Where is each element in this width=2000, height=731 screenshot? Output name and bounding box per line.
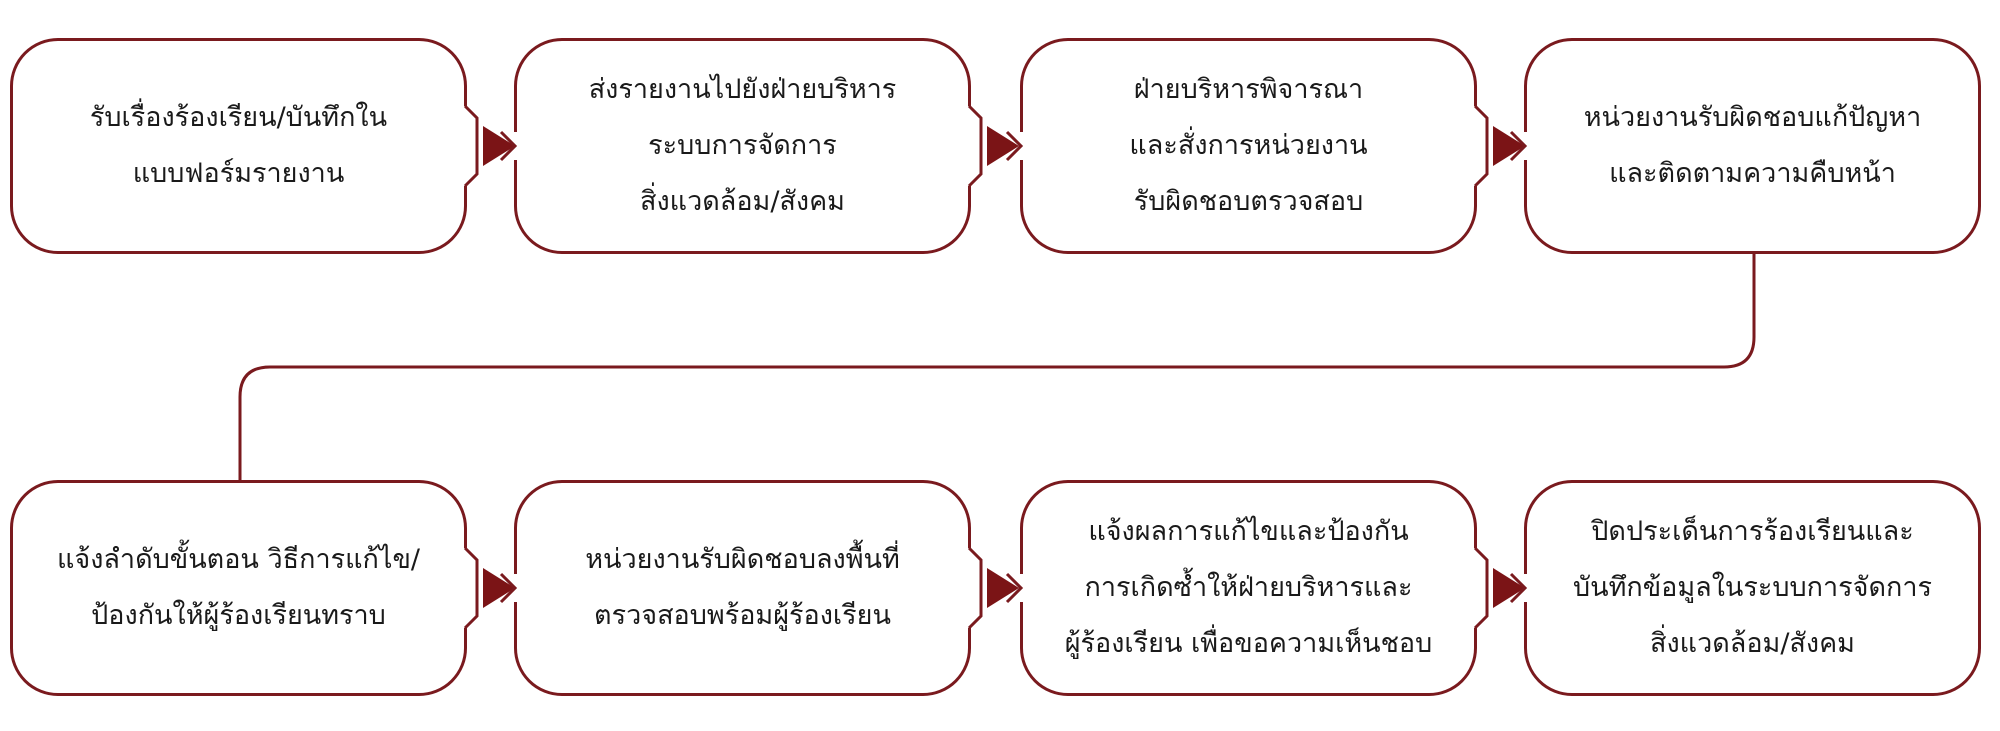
step-box-5: แจ้งลำดับขั้นตอน วิธีการแก้ไข/ป้องกันให้… <box>10 480 467 696</box>
step-text-line: แบบฟอร์มรายงาน <box>132 158 345 189</box>
step-box-4: หน่วยงานรับผิดชอบแก้ปัญหาและติดตามความคื… <box>1524 38 1981 254</box>
step-text-line: ปิดประเด็นการร้องเรียนและ <box>1591 516 1914 547</box>
step-box-8: ปิดประเด็นการร้องเรียนและบันทึกข้อมูลในร… <box>1524 480 1981 696</box>
arrow-notch-chevron <box>1509 572 1528 604</box>
step-text-line: และสั่งการหน่วยงาน <box>1129 130 1368 161</box>
step-text-line: ส่งรายงานไปยังฝ่ายบริหาร <box>588 74 897 105</box>
step-text-line: สิ่งแวดล้อม/สังคม <box>1650 628 1855 659</box>
arrow-head-icon <box>483 568 515 608</box>
step-text-line: แจ้งลำดับขั้นตอน วิธีการแก้ไข/ <box>56 544 421 575</box>
step-text-line: ป้องกันให้ผู้ร้องเรียนทราบ <box>91 600 386 631</box>
step-text-line: การเกิดซ้ำให้ฝ่ายบริหารและ <box>1084 572 1413 603</box>
step-text-line: บันทึกข้อมูลในระบบการจัดการ <box>1572 572 1933 603</box>
step-text-line: รับผิดชอบตรวจสอบ <box>1133 186 1364 217</box>
step-text-line: ตรวจสอบพร้อมผู้ร้องเรียน <box>594 600 891 631</box>
row-connector-line <box>238 254 1756 480</box>
step-box-1: รับเรื่องร้องเรียน/บันทึกในแบบฟอร์มรายงา… <box>10 38 467 254</box>
arrow-notch-chevron <box>1005 130 1024 162</box>
step-text-line: หน่วยงานรับผิดชอบแก้ปัญหา <box>1583 102 1922 133</box>
step-box-3: ฝ่ายบริหารพิจารณาและสั่งการหน่วยงานรับผิ… <box>1020 38 1477 254</box>
step-text-line: และติดตามความคืบหน้า <box>1609 158 1896 189</box>
arrow-head-icon <box>987 126 1019 166</box>
arrow-notch-chevron <box>499 572 518 604</box>
step-box-6: หน่วยงานรับผิดชอบลงพื้นที่ตรวจสอบพร้อมผู… <box>514 480 971 696</box>
step-text-line: หน่วยงานรับผิดชอบลงพื้นที่ <box>585 544 900 575</box>
step-box-2: ส่งรายงานไปยังฝ่ายบริหารระบบการจัดการสิ่… <box>514 38 971 254</box>
arrow-head-icon <box>1493 568 1525 608</box>
arrow-head-icon <box>987 568 1019 608</box>
step-text-line: ระบบการจัดการ <box>648 130 837 161</box>
step-text-line: สิ่งแวดล้อม/สังคม <box>640 186 845 217</box>
arrow-head-icon <box>483 126 515 166</box>
step-text-line: ผู้ร้องเรียน เพื่อขอความเห็นชอบ <box>1064 628 1433 659</box>
arrow-notch-chevron <box>1005 572 1024 604</box>
arrow-notch-chevron <box>499 130 518 162</box>
step-text-line: รับเรื่องร้องเรียน/บันทึกใน <box>89 102 388 133</box>
step-text-line: แจ้งผลการแก้ไขและป้องกัน <box>1088 516 1409 547</box>
step-box-7: แจ้งผลการแก้ไขและป้องกันการเกิดซ้ำให้ฝ่า… <box>1020 480 1477 696</box>
step-text-line: ฝ่ายบริหารพิจารณา <box>1133 74 1364 105</box>
arrow-head-icon <box>1493 126 1525 166</box>
arrow-notch-chevron <box>1509 130 1528 162</box>
